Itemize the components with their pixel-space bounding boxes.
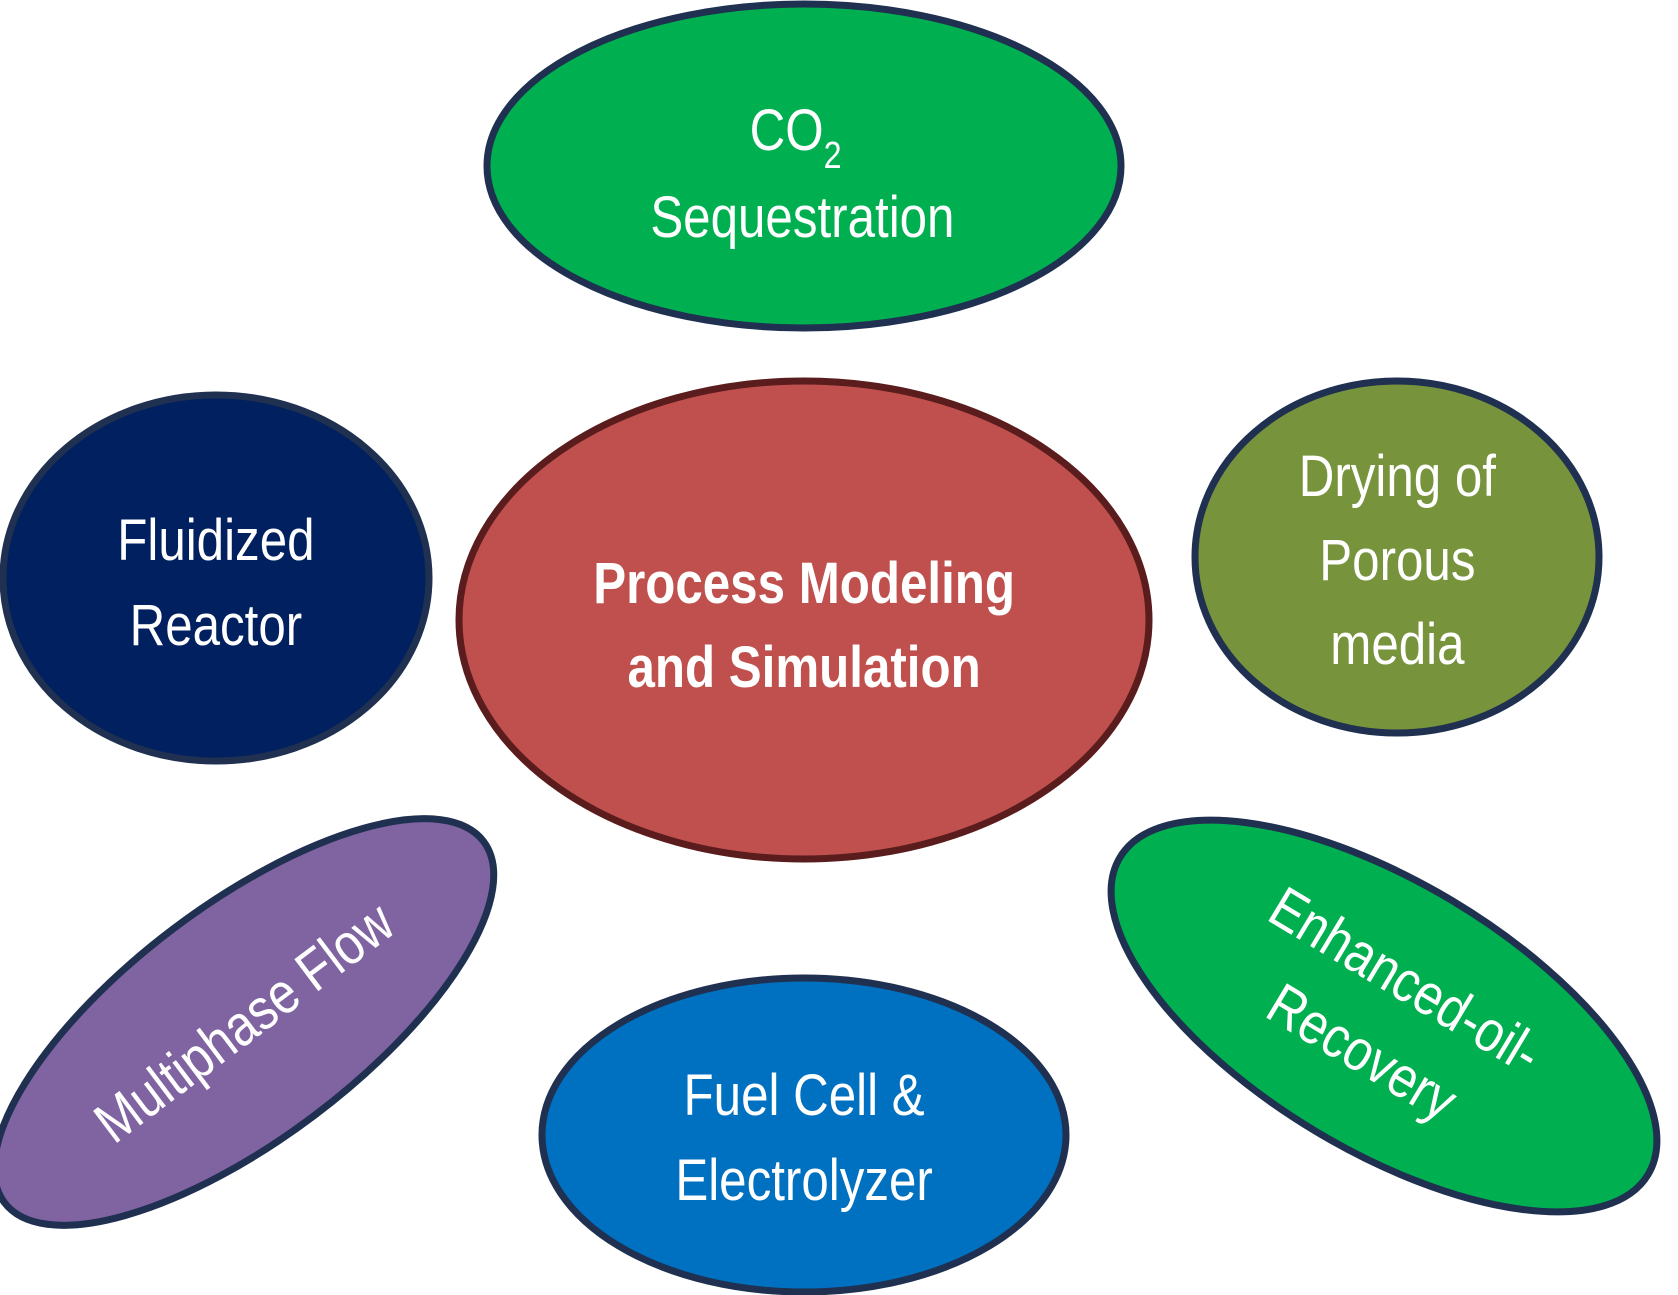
fuelcell-ellipse <box>538 974 1070 1295</box>
drying-label-line1: Drying of <box>1299 444 1497 509</box>
drying-label-line2: Porous <box>1319 528 1475 593</box>
node-drying-porous-media: Drying of Porous media <box>1191 377 1603 737</box>
co2-ellipse <box>483 0 1125 332</box>
drying-ellipse <box>1191 377 1603 737</box>
node-fluidized-reactor: Fluidized Reactor <box>0 391 433 765</box>
eor-ellipse <box>1107 816 1661 1216</box>
node-multiphase-flow: Multiphase Flow <box>0 815 498 1229</box>
co2-label-line1: CO2 <box>750 98 842 176</box>
fluidized-ellipse <box>0 391 433 765</box>
fluidized-label-line1: Fluidized <box>117 508 314 573</box>
node-enhanced-oil-recovery: Enhanced-oil- Recovery <box>1107 816 1661 1216</box>
co2-label-line2: Sequestration <box>650 185 954 250</box>
co2-label-main: CO <box>750 98 824 163</box>
drying-label-line3: media <box>1330 612 1464 677</box>
node-fuel-cell-electrolyzer: Fuel Cell & Electrolyzer <box>538 974 1070 1295</box>
center-label-line1: Process Modeling <box>593 551 1015 616</box>
node-process-modeling: Process Modeling and Simulation <box>455 377 1153 863</box>
co2-label-subscript: 2 <box>824 135 842 177</box>
node-co2-sequestration: CO2 Sequestration <box>483 0 1125 332</box>
fuelcell-label-line1: Fuel Cell & <box>684 1063 925 1128</box>
fluidized-label-line2: Reactor <box>130 593 303 658</box>
fuelcell-label-line2: Electrolyzer <box>675 1148 933 1213</box>
multiphase-ellipse <box>0 815 498 1229</box>
center-label-line2: and Simulation <box>627 635 980 700</box>
center-ellipse <box>455 377 1153 863</box>
